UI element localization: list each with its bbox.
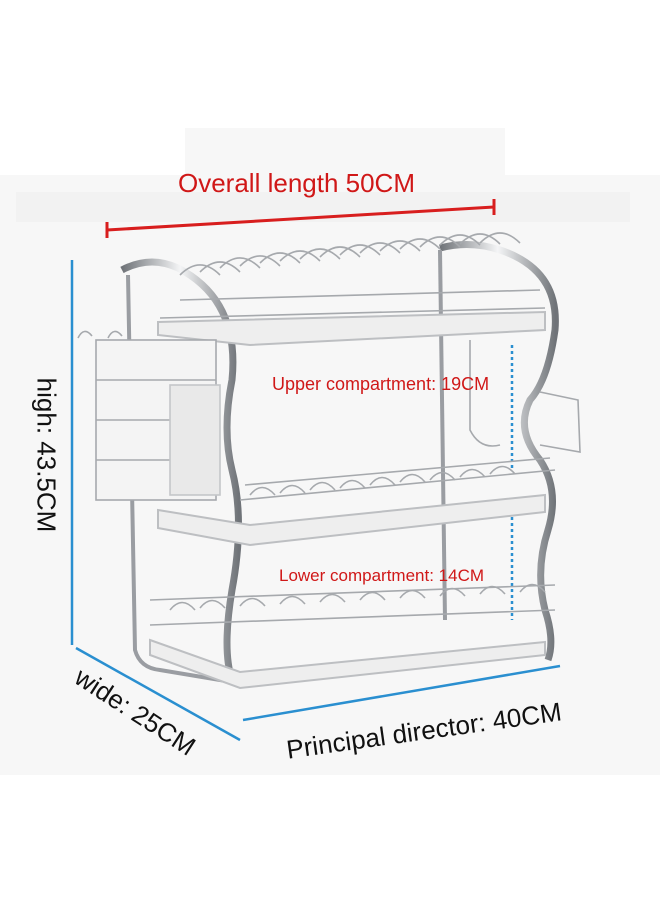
- lower-compartment-label: Lower compartment: 14CM: [279, 566, 485, 585]
- depth-line: [242, 664, 561, 722]
- upper-compartment-label: Upper compartment: 19CM: [272, 374, 490, 394]
- dimension-lines: [70, 260, 561, 742]
- overall-length-line: [105, 199, 496, 238]
- overall-length-label: Overall length 50CM: [178, 168, 415, 198]
- dish-rack-illustration: [77, 232, 581, 690]
- width-line: [75, 646, 241, 742]
- height-label: high: 43.5CM: [31, 377, 62, 533]
